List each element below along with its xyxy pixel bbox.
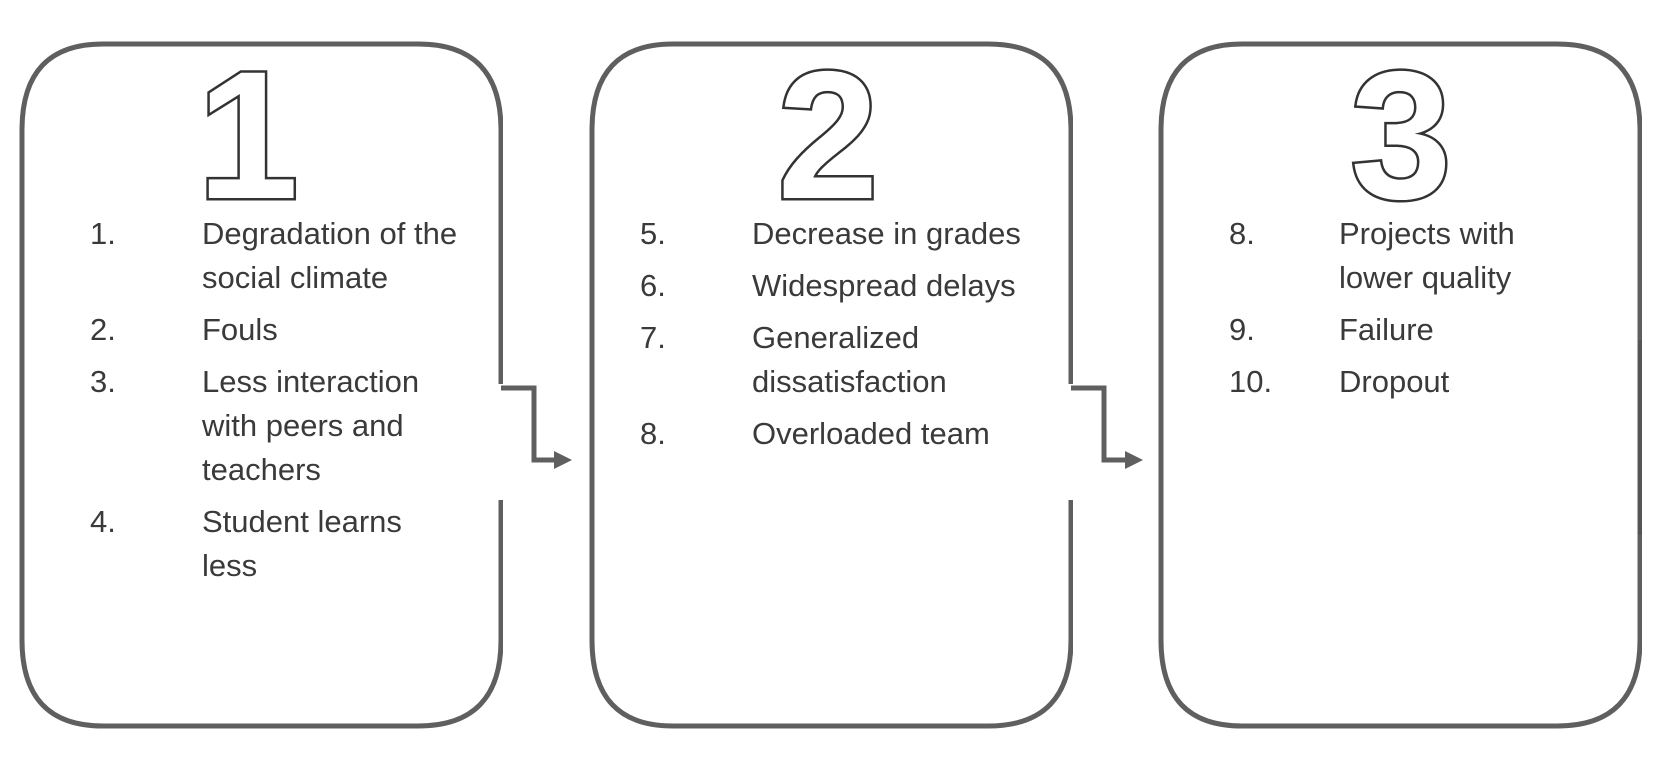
- edge-mark: [1638, 340, 1642, 535]
- list-item-number: 8.: [640, 416, 666, 451]
- stage-number-3: 3: [1348, 58, 1454, 208]
- list-item-number: 2.: [90, 312, 116, 347]
- list-item-number: 3.: [90, 364, 116, 399]
- arrowhead-2-3: [1125, 451, 1143, 469]
- stage-number-2-text: 2: [777, 58, 878, 208]
- list-item-number: 9.: [1229, 312, 1255, 347]
- list-item-text: Projects with lower quality: [1339, 216, 1515, 295]
- connector-1-2: [501, 385, 565, 463]
- list-item-text: Dropout: [1339, 364, 1450, 399]
- list-item: 8. Overloaded team: [640, 412, 1060, 456]
- list-item-text: Less interaction with peers and teachers: [202, 364, 420, 487]
- list-item: 3. Less interaction with peers and teach…: [90, 360, 490, 492]
- list-item-number: 10.: [1229, 364, 1273, 399]
- list-item-text: Generalized dissatisfaction: [752, 320, 947, 399]
- list-item: 4. Student learns less: [90, 500, 490, 588]
- list-item: 7. Generalized dissatisfaction: [640, 316, 1060, 404]
- stage-box-3: 3 8. Projects with lower quality 9. Fail…: [1157, 40, 1642, 730]
- list-item-text: Student learns less: [202, 504, 402, 583]
- stage-3-list: 8. Projects with lower quality 9. Failur…: [1229, 212, 1629, 412]
- connector-2-3: [1071, 385, 1136, 463]
- list-item: 1. Degradation of the social climate: [90, 212, 490, 300]
- stage-number-3-text: 3: [1350, 58, 1451, 208]
- list-item-number: 5.: [640, 216, 666, 251]
- list-item-text: Fouls: [202, 312, 278, 347]
- list-item: 6. Widespread delays: [640, 264, 1060, 308]
- stage-number-2: 2: [775, 58, 881, 208]
- stage-box-3-border: [1158, 41, 1642, 729]
- stage-number-1: 1: [195, 58, 301, 208]
- list-item-text: Degradation of the social climate: [202, 216, 458, 295]
- stage-2-list: 5. Decrease in grades 6. Widespread dela…: [640, 212, 1060, 464]
- list-item-number: 7.: [640, 320, 666, 355]
- list-item-number: 1.: [90, 216, 116, 251]
- list-item-number: 4.: [90, 504, 116, 539]
- list-item: 5. Decrease in grades: [640, 212, 1060, 256]
- stage-number-1-text: 1: [197, 58, 298, 208]
- list-item-text: Overloaded team: [752, 416, 990, 451]
- arrowhead-1-2: [554, 451, 572, 469]
- stage-box-2: 2 5. Decrease in grades 6. Widespread de…: [588, 40, 1073, 730]
- list-item: 8. Projects with lower quality: [1229, 212, 1629, 300]
- list-item: 2. Fouls: [90, 308, 490, 352]
- list-item-text: Failure: [1339, 312, 1434, 347]
- stage-box-2-border: [589, 41, 1073, 729]
- list-item-number: 8.: [1229, 216, 1255, 251]
- stage-box-1-border: [19, 41, 503, 729]
- list-item: 10. Dropout: [1229, 360, 1629, 404]
- list-item-text: Widespread delays: [752, 268, 1016, 303]
- list-item-number: 6.: [640, 268, 666, 303]
- list-item: 9. Failure: [1229, 308, 1629, 352]
- list-item-text: Decrease in grades: [752, 216, 1021, 251]
- stage-box-1: 1 1. Degradation of the social climate 2…: [18, 40, 503, 730]
- stage-1-list: 1. Degradation of the social climate 2. …: [90, 212, 490, 596]
